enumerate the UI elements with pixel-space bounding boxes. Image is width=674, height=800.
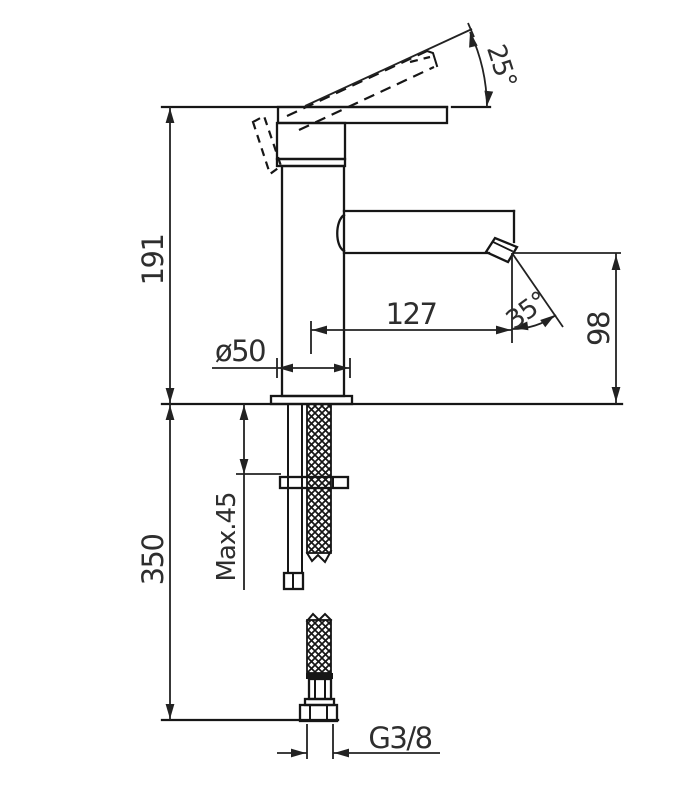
angle-ray-25 [304, 28, 473, 107]
dim-connection-thread: G3/8 [277, 721, 440, 759]
hose-break-lower [305, 612, 333, 623]
aerator-outlet [484, 236, 519, 264]
total-height-label: 191 [136, 235, 170, 286]
hose-fitting-body [307, 677, 333, 701]
raised-lever-upper-edge [286, 50, 428, 117]
spray-angle-label: 35° [501, 286, 553, 336]
cartridge-cap [275, 121, 347, 161]
connection-thread-label: G3/8 [368, 721, 431, 755]
dim-handle-angle: 25° [304, 22, 522, 108]
flex-hose-upper [306, 403, 332, 554]
clamp-washer-plate [278, 475, 350, 490]
hex-connection-nut [298, 703, 339, 723]
base-diameter-label: ø50 [215, 334, 265, 368]
aerator-detail-line [491, 240, 514, 253]
faucet-outline [160, 49, 624, 406]
dim-base-diameter: ø50 [212, 334, 351, 378]
raised-lever-tip-notch [409, 55, 431, 64]
angle-ray-end-tick [467, 22, 475, 38]
raised-lever-lower-edge [298, 66, 435, 131]
faucet-body [280, 164, 346, 398]
dim-spout-reach: 127 [310, 297, 512, 354]
dim-spout-height: 98 [514, 252, 621, 404]
hex-nut-facets [309, 704, 328, 722]
thread-extension-lines [306, 724, 334, 759]
spout-reach-label: 127 [386, 297, 437, 331]
hose-fitting-lines [314, 678, 326, 700]
dimension-annotations: 25° 191 350 127 35° [136, 22, 621, 759]
flex-hose-lower [306, 619, 332, 674]
diameter-extension-ticks [276, 358, 351, 378]
handle-lever [276, 105, 449, 125]
hose-break-upper [305, 549, 333, 564]
spout-body-junction-arc [336, 213, 346, 253]
below-deck-assembly [160, 403, 350, 723]
handle-angle-label: 25° [480, 41, 522, 91]
hose-drop-label: 350 [136, 535, 170, 586]
dim-heights-left: 191 350 [136, 107, 175, 720]
spray-angle-ray [511, 252, 564, 328]
deck-thickness-label: Max.45 [212, 492, 242, 581]
spout-height-label: 98 [582, 312, 616, 346]
dim-deck-thickness: Max.45 [212, 404, 281, 590]
hose-ferrule [306, 673, 333, 679]
base-flange [269, 394, 354, 406]
raised-lever-tip [425, 49, 439, 68]
